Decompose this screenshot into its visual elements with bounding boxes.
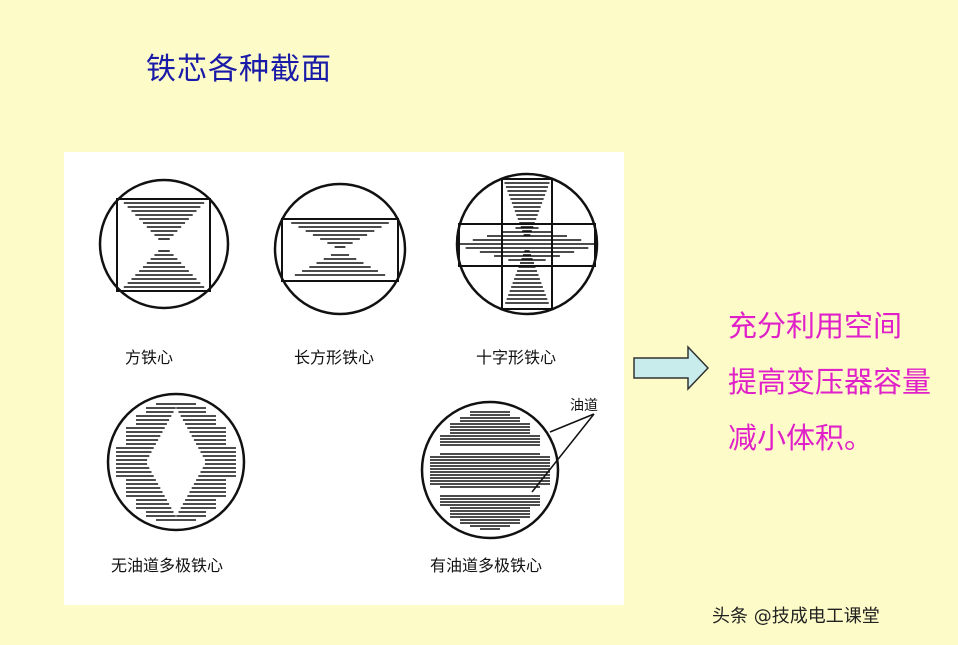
oil-channel-label: 油道	[570, 398, 598, 414]
caption-multistep-no-oil: 无油道多极铁心	[111, 556, 224, 575]
benefits-list: 充分利用空间 提高变压器容量 减小体积。	[728, 298, 931, 466]
core-sections-drawing	[98, 172, 599, 540]
caption-rectangular-core: 长方形铁心	[294, 348, 375, 367]
benefit-item: 提高变压器容量	[728, 365, 932, 399]
benefit-item: 充分利用空间	[728, 309, 903, 343]
right-arrow-icon	[633, 345, 710, 391]
core-cross-section-figure: 方铁心 长方形铁心 十字形铁心 无油道多极铁心 有油道多极铁心 油道	[64, 152, 624, 605]
page-title: 铁芯各种截面	[146, 52, 332, 87]
multistep-core-no-oil-diagram	[106, 392, 246, 532]
watermark: 头条 @技成电工课堂	[712, 606, 880, 627]
multistep-core-oil-diagram	[420, 400, 595, 540]
caption-multistep-oil: 有油道多极铁心	[430, 556, 543, 575]
square-core-diagram	[98, 178, 230, 310]
benefit-item: 减小体积。	[728, 421, 874, 455]
caption-square-core: 方铁心	[125, 348, 174, 367]
rectangular-core-diagram	[273, 182, 407, 316]
caption-cruciform-core: 十字形铁心	[476, 348, 557, 367]
